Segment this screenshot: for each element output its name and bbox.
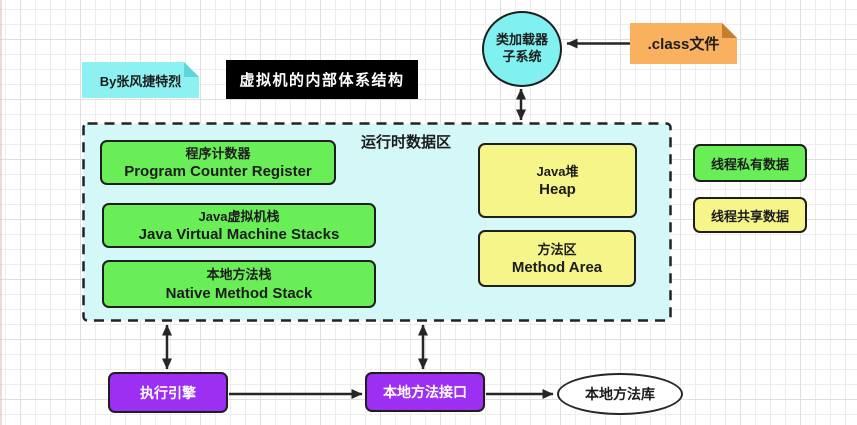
heap-node[interactable]: Java堆 Heap: [478, 143, 637, 218]
legend-thread-shared-label: 线程共享数据: [710, 208, 789, 224]
class-loader-line1: 类加载器: [495, 32, 548, 48]
native-method-library-node[interactable]: 本地方法库: [557, 373, 683, 415]
legend-thread-shared[interactable]: 线程共享数据: [693, 197, 807, 233]
heap-en: Heap: [539, 181, 576, 199]
native-method-stack-zh: 本地方法栈: [206, 267, 272, 283]
jvm-stacks-node[interactable]: Java虚拟机栈 Java Virtual Machine Stacks: [102, 203, 376, 248]
pc-register-node[interactable]: 程序计数器 Program Counter Register: [100, 140, 336, 185]
native-method-stack-en: Native Method Stack: [165, 284, 313, 302]
execution-engine-label: 执行引擎: [140, 384, 196, 401]
native-method-stack-node[interactable]: 本地方法栈 Native Method Stack: [102, 260, 376, 308]
method-area-node[interactable]: 方法区 Method Area: [478, 230, 636, 287]
author-note-label: By张风捷特烈: [99, 73, 182, 89]
method-area-en: Method Area: [511, 259, 603, 277]
class-file-label: .class文件: [647, 36, 720, 53]
pc-register-en: Program Counter Register: [124, 163, 312, 181]
class-loader-line2: 子系统: [502, 49, 542, 64]
native-method-interface-label: 本地方法接口: [383, 384, 467, 400]
legend-thread-private-label: 线程私有数据: [710, 156, 789, 172]
native-method-library-label: 本地方法库: [585, 386, 655, 402]
native-method-interface-node[interactable]: 本地方法接口: [365, 372, 485, 412]
class-file-note[interactable]: .class文件: [630, 23, 737, 64]
author-note[interactable]: By张风捷特烈: [82, 62, 199, 98]
diagram-title[interactable]: 虚拟机的内部体系结构: [226, 60, 418, 99]
legend-thread-private[interactable]: 线程私有数据: [693, 144, 807, 182]
jvm-stacks-en: Java Virtual Machine Stacks: [138, 226, 340, 244]
diagram-title-label: 虚拟机的内部体系结构: [239, 72, 405, 89]
class-loader-node[interactable]: 类加载器 子系统: [482, 11, 562, 87]
jvm-stacks-zh: Java虚拟机栈: [198, 208, 280, 224]
execution-engine-node[interactable]: 执行引擎: [108, 372, 228, 413]
heap-zh: Java堆: [536, 163, 579, 179]
runtime-data-area-label: 运行时数据区: [360, 134, 451, 151]
pc-register-zh: 程序计数器: [185, 145, 251, 161]
method-area-zh: 方法区: [537, 241, 577, 257]
page-edge: [0, 0, 2, 425]
